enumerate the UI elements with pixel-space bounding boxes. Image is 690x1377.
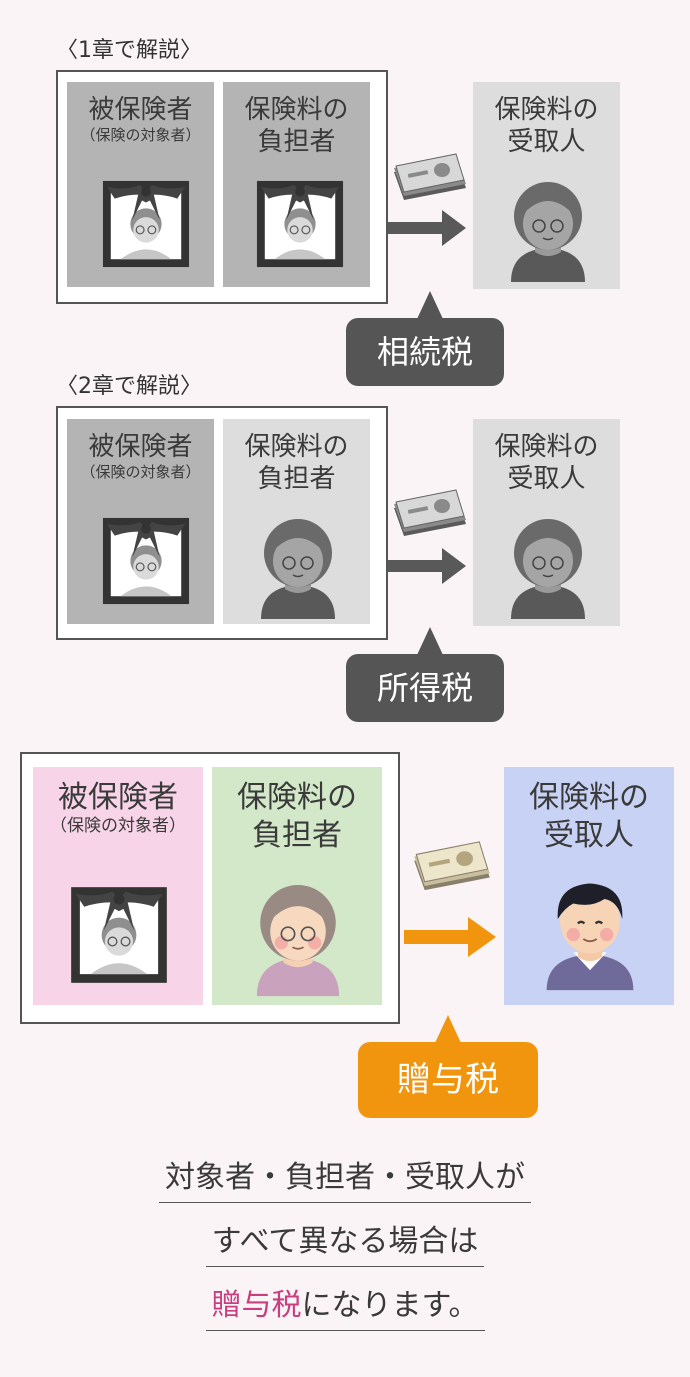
insured-sub-label: （保険の対象者）: [80, 126, 201, 144]
summary-line-3-row: 贈与税になります。: [0, 1286, 690, 1331]
deceased-portrait-icon: [101, 178, 191, 270]
chapter-label: 〈1章で解説〉: [56, 38, 202, 63]
deceased-portrait-icon: [69, 877, 169, 993]
woman-icon: [503, 172, 593, 282]
summary-highlight: 贈与税: [211, 1288, 302, 1323]
money-icon: [414, 841, 490, 891]
summary-line-2-row: すべて異なる場合は: [0, 1222, 690, 1267]
summary-line-3-rest: になります。: [301, 1288, 479, 1323]
woman-icon: [503, 509, 593, 619]
payer-panel: 保険料の 負担者: [223, 82, 370, 287]
summary-line-1-row: 対象者・負担者・受取人が: [0, 1158, 690, 1203]
tax-badge: 相続税: [346, 291, 504, 386]
tax-badge: 所得税: [346, 627, 504, 722]
receiver-panel: 保険料の 受取人: [504, 767, 674, 1005]
man-icon: [546, 883, 634, 991]
payer-label-2: 負担者: [257, 464, 336, 494]
summary-line-2: すべて異なる場合は: [205, 1222, 485, 1267]
insured-label: 被保険者: [88, 95, 193, 125]
receiver-label-1: 保険料の: [494, 432, 599, 462]
receiver-label-1: 保険料の: [494, 95, 599, 125]
receiver-panel: 保険料の 受取人: [473, 419, 620, 626]
tax-badge: 贈与税: [358, 1015, 538, 1118]
deceased-portrait-icon: [255, 178, 345, 270]
money-icon: [390, 152, 470, 202]
woman-icon: [253, 509, 343, 619]
insured-sub-label: （保険の対象者）: [50, 816, 186, 836]
arrow-right-icon: [404, 917, 496, 957]
insured-sub-label: （保険の対象者）: [80, 463, 201, 481]
receiver-label-2: 受取人: [507, 464, 586, 494]
insured-label: 被保険者: [88, 432, 193, 462]
summary-line-3: 贈与税になります。: [205, 1286, 485, 1331]
arrow-right-icon: [388, 210, 466, 246]
chapter-label: 〈2章で解説〉: [56, 374, 202, 399]
tax-label: 所得税: [376, 669, 473, 707]
payer-label-1: 保険料の: [237, 780, 357, 815]
payer-label-1: 保険料の: [244, 95, 349, 125]
insured-label: 被保険者: [58, 780, 178, 815]
woman-icon: [256, 885, 340, 997]
tax-label: 相続税: [376, 333, 473, 371]
payer-panel: 保険料の 負担者: [212, 767, 382, 1005]
receiver-label-2: 受取人: [507, 127, 586, 157]
payer-panel: 保険料の 負担者: [223, 419, 370, 624]
receiver-panel: 保険料の 受取人: [473, 82, 620, 289]
receiver-label-1: 保険料の: [529, 780, 649, 815]
insured-panel: 被保険者 （保険の対象者）: [33, 767, 203, 1005]
summary-line-1: 対象者・負担者・受取人が: [159, 1158, 531, 1203]
insured-panel: 被保険者 （保険の対象者）: [67, 82, 214, 287]
insured-panel: 被保険者 （保険の対象者）: [67, 419, 214, 624]
payer-label-1: 保険料の: [244, 432, 349, 462]
deceased-portrait-icon: [101, 515, 191, 607]
tax-label: 贈与税: [397, 1060, 499, 1100]
money-icon: [390, 488, 470, 538]
payer-label-2: 負担者: [252, 818, 342, 853]
payer-label-2: 負担者: [257, 127, 336, 157]
arrow-right-icon: [388, 548, 466, 584]
receiver-label-2: 受取人: [544, 818, 634, 853]
